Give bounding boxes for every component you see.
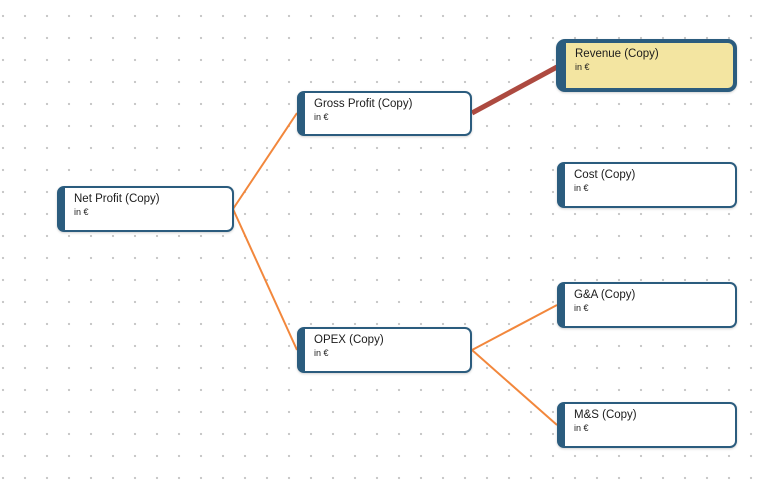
node-title: Net Profit (Copy) <box>74 193 160 205</box>
node-ms[interactable]: M&S (Copy) in € <box>557 402 737 448</box>
node-net-profit[interactable]: Net Profit (Copy) in € <box>57 186 234 232</box>
node-unit: in € <box>574 423 589 434</box>
edge-netprofit-grossprofit[interactable] <box>232 112 298 210</box>
node-title: OPEX (Copy) <box>314 334 384 346</box>
edge-netprofit-opex[interactable] <box>232 208 298 351</box>
node-unit: in € <box>574 303 589 314</box>
node-unit: in € <box>314 348 329 359</box>
node-unit: in € <box>574 183 589 194</box>
node-unit: in € <box>314 112 329 123</box>
node-title: G&A (Copy) <box>574 289 636 301</box>
node-gross-profit[interactable]: Gross Profit (Copy) in € <box>297 91 472 136</box>
node-revenue-selected[interactable]: Revenue (Copy) in € <box>556 39 737 92</box>
node-ga[interactable]: G&A (Copy) in € <box>557 282 737 328</box>
node-title: Gross Profit (Copy) <box>314 98 413 110</box>
node-title: M&S (Copy) <box>574 409 637 421</box>
node-opex[interactable]: OPEX (Copy) in € <box>297 327 472 373</box>
edge-opex-ms[interactable] <box>471 349 558 426</box>
edge-grossprofit-revenue[interactable] <box>470 64 559 116</box>
edge-opex-ga[interactable] <box>471 304 558 351</box>
node-title: Revenue (Copy) <box>575 48 659 60</box>
node-unit: in € <box>74 207 89 218</box>
node-unit: in € <box>575 62 590 73</box>
node-title: Cost (Copy) <box>574 169 636 181</box>
node-cost[interactable]: Cost (Copy) in € <box>557 162 737 208</box>
